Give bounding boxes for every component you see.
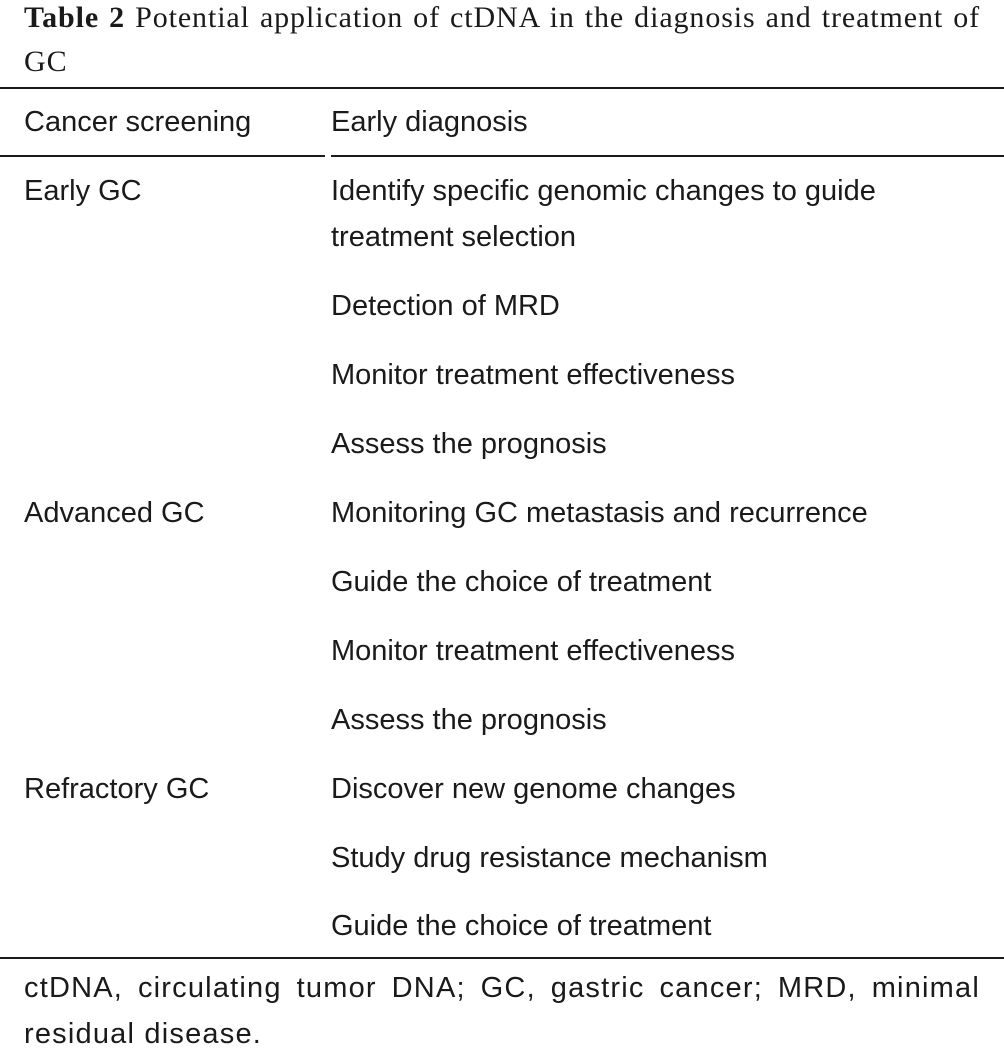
row-application: Monitoring GC metastasis and recurrence [331, 497, 868, 529]
row-category-advanced-gc: Advanced GC [24, 497, 205, 529]
table-footnote: ctDNA, circulating tumor DNA; GC, gastri… [24, 972, 980, 1050]
table-caption-text: Potential application of ctDNA in the di… [24, 1, 980, 78]
row-application: Identify specific genomic changes to gui… [331, 175, 876, 253]
row-application: Guide the choice of treatment [331, 566, 712, 598]
table-top-rule [0, 87, 1004, 89]
table-caption-label: Table 2 [24, 1, 126, 34]
row-application: Monitor treatment effectiveness [331, 635, 736, 667]
header-cancer-screening: Cancer screening [24, 106, 252, 138]
header-early-diagnosis: Early diagnosis [331, 106, 528, 138]
header-rule-right [331, 155, 1004, 157]
row-application: Monitor treatment effectiveness [331, 359, 736, 391]
row-application: Assess the prognosis [331, 428, 607, 460]
row-category-early-gc: Early GC [24, 175, 142, 207]
row-category-refractory-gc: Refractory GC [24, 773, 210, 805]
row-application: Study drug resistance mechanism [331, 842, 768, 874]
row-application: Discover new genome changes [331, 773, 736, 805]
table-caption: Table 2 Potential application of ctDNA i… [24, 0, 980, 84]
row-application: Assess the prognosis [331, 704, 607, 736]
table-bottom-rule [0, 957, 1004, 959]
row-application: Guide the choice of treatment [331, 910, 712, 942]
header-rule-left [0, 155, 325, 157]
row-application: Detection of MRD [331, 290, 560, 322]
